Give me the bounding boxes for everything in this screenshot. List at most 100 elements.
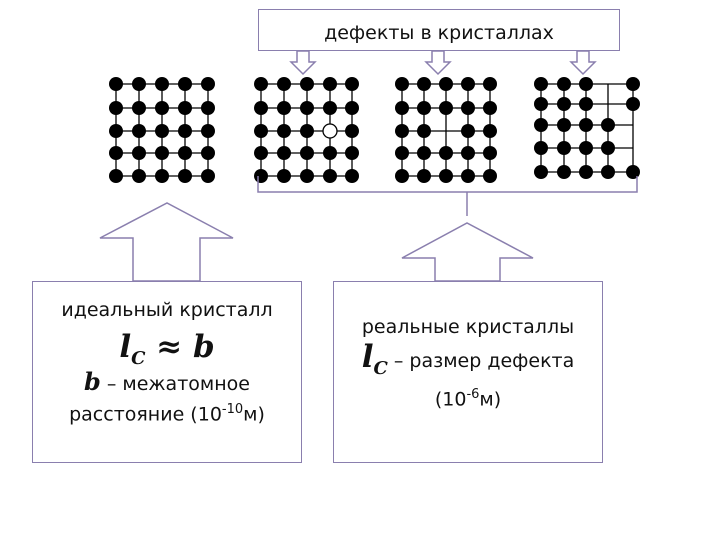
atom: [155, 169, 169, 183]
formula-l: l: [119, 329, 131, 365]
atom: [461, 77, 475, 91]
atom: [579, 97, 593, 111]
ideal-crystal-box: идеальный кристалл lC ≈ b b – межатомное…: [32, 281, 302, 463]
atom: [395, 77, 409, 91]
b-text: – межатомное: [101, 373, 250, 395]
distance-exponent: -10: [222, 402, 243, 417]
atom: [579, 77, 593, 91]
atom: [300, 101, 314, 115]
atom: [178, 169, 192, 183]
defects-title: дефекты в кристаллах: [259, 10, 619, 56]
atom: [557, 77, 571, 91]
atom: [417, 101, 431, 115]
atom: [483, 146, 497, 160]
atom: [345, 101, 359, 115]
atom: [395, 124, 409, 138]
atom: [132, 124, 146, 138]
atom: [345, 169, 359, 183]
atom: [534, 118, 548, 132]
vacancy-atom: [323, 124, 337, 138]
lc-text: – размер дефекта: [388, 350, 574, 372]
atom: [109, 146, 123, 160]
atom: [534, 141, 548, 155]
size-open: (10: [435, 389, 467, 411]
atom: [557, 165, 571, 179]
atom: [323, 101, 337, 115]
atom: [417, 146, 431, 160]
atom: [601, 141, 615, 155]
size-line: (10-6м): [334, 382, 602, 412]
atom: [132, 169, 146, 183]
atom: [201, 169, 215, 183]
size-unit: м): [479, 389, 501, 411]
atom: [132, 146, 146, 160]
atom: [439, 77, 453, 91]
atom: [395, 101, 409, 115]
b-symbol: b: [84, 367, 101, 396]
atom: [277, 124, 291, 138]
ideal-crystal-heading: идеальный кристалл: [33, 299, 301, 321]
atom: [109, 169, 123, 183]
formula-approx-b: ≈ b: [145, 329, 214, 365]
atom: [439, 101, 453, 115]
atom: [461, 146, 475, 160]
real-up-arrow: [402, 223, 533, 281]
atom: [534, 97, 548, 111]
size-exponent: -6: [466, 387, 479, 402]
atom: [557, 97, 571, 111]
atom: [601, 165, 615, 179]
atom: [579, 118, 593, 132]
lc-sub: C: [373, 358, 387, 379]
atom: [254, 77, 268, 91]
atom: [461, 124, 475, 138]
atom: [178, 77, 192, 91]
atom: [483, 101, 497, 115]
atom: [155, 146, 169, 160]
atom: [178, 124, 192, 138]
atom: [254, 124, 268, 138]
atom: [323, 77, 337, 91]
atom: [557, 118, 571, 132]
atom: [178, 146, 192, 160]
atom: [345, 124, 359, 138]
atom: [323, 169, 337, 183]
atom: [601, 118, 615, 132]
atom: [201, 124, 215, 138]
atom: [417, 77, 431, 91]
atom: [132, 77, 146, 91]
atom: [483, 77, 497, 91]
atom: [300, 77, 314, 91]
atom: [345, 146, 359, 160]
atom: [254, 101, 268, 115]
distance-line: расстояние (10-10м): [33, 397, 301, 427]
atom: [323, 146, 337, 160]
atom: [626, 165, 640, 179]
atom: [461, 101, 475, 115]
atom: [439, 169, 453, 183]
atom: [155, 124, 169, 138]
lc-definition: lC – размер дефекта: [334, 344, 602, 382]
defects-title-box: дефекты в кристаллах: [258, 9, 620, 51]
real-crystals-box: реальные кристаллы lC – размер дефекта (…: [333, 281, 603, 463]
atom: [300, 169, 314, 183]
atom: [417, 124, 431, 138]
atom: [277, 146, 291, 160]
atom: [579, 165, 593, 179]
atom: [534, 165, 548, 179]
atom: [395, 169, 409, 183]
lc-l: l: [362, 339, 374, 375]
atom: [109, 101, 123, 115]
atom: [417, 169, 431, 183]
distance-text: расстояние (10: [69, 404, 222, 426]
atom: [277, 101, 291, 115]
atom: [557, 141, 571, 155]
formula-sub: C: [131, 348, 145, 369]
atom: [155, 101, 169, 115]
ideal-formula: lC ≈ b: [33, 329, 301, 369]
atom: [254, 169, 268, 183]
distance-unit: м): [243, 404, 265, 426]
atom: [178, 101, 192, 115]
b-definition: b – межатомное: [33, 369, 301, 397]
atom: [461, 169, 475, 183]
atom: [201, 101, 215, 115]
